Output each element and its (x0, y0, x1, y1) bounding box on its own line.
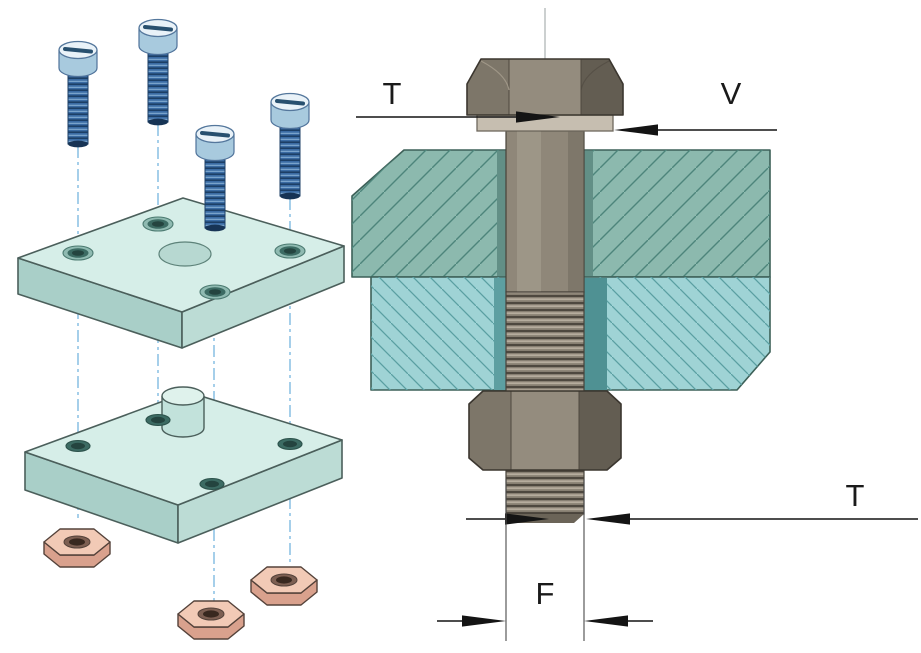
boss-cylinder (161, 386, 205, 438)
dimension-v: V (614, 76, 777, 136)
plate-hole (142, 216, 174, 232)
plate-hole (65, 439, 91, 453)
dimension-label-t-top: T (383, 76, 402, 111)
exploded-view (17, 17, 345, 640)
clearance-hole-edge (494, 278, 506, 390)
screw-1 (57, 39, 99, 150)
upper-plate (17, 197, 345, 349)
dimension-label-v: V (721, 76, 742, 111)
cross-section-view: T V T F (351, 8, 918, 641)
plate-hole (277, 437, 303, 451)
screw-2 (137, 17, 179, 128)
screw-4 (269, 91, 311, 202)
hex-nut-1 (43, 528, 111, 568)
clearance-hole-edge (584, 151, 593, 277)
dimension-label-f: F (536, 576, 555, 611)
section-nut (468, 390, 622, 471)
center-recess (158, 241, 212, 267)
dimension-label-t-side: T (846, 478, 865, 513)
bolt-shank (505, 130, 585, 293)
dimension-f: F (437, 479, 653, 641)
bolt-head (466, 58, 624, 116)
hex-nut-3 (250, 566, 318, 606)
lower-plate (24, 386, 343, 544)
plate-hole (274, 243, 306, 259)
plate-hole (62, 245, 94, 261)
dimension-t-top: T (356, 76, 560, 123)
plate-hole (145, 413, 171, 427)
clearance-hole-edge (497, 151, 506, 277)
clearance-hole-edge (584, 278, 607, 390)
plate-hole (199, 477, 225, 491)
dimension-t-side: T (466, 478, 918, 525)
hex-nut-2 (177, 600, 245, 640)
plate-hole (199, 284, 231, 300)
